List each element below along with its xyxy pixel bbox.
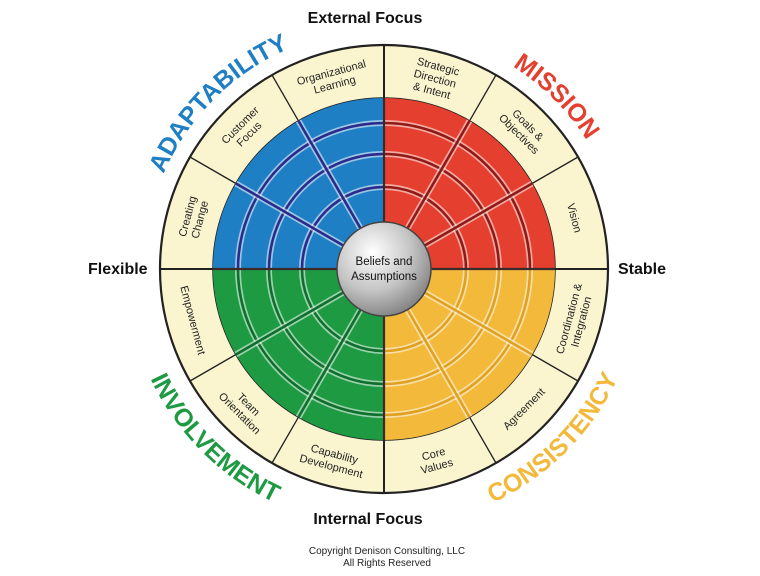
band-divider [189,353,237,382]
copyright-line-2: All Rights Reserved [343,558,431,569]
radial-line [406,309,471,418]
quadrant-involvement [213,268,385,440]
ring-line [236,268,385,417]
center-line-1: Beliefs and [356,256,413,268]
band-divider [531,353,579,382]
quadrant-adaptability [213,98,385,270]
ring-line [383,121,532,270]
quadrant-rings [213,98,555,440]
radial-line [235,182,344,247]
radial-line [424,182,533,247]
copyright-line-1: Copyright Denison Consulting, LLC [309,546,465,557]
ring-line [383,268,532,417]
ring-line [383,268,501,386]
axis-label-left: Flexible [88,261,148,278]
quadrant-fill [384,269,555,440]
ring-line [383,152,501,270]
center-line-2: Assumptions [351,271,417,283]
ring-line [300,268,385,353]
band-divider [468,74,497,122]
quadrant-fill [213,98,384,269]
center-core: Beliefs and Assumptions [336,221,432,317]
radial-line [406,120,471,229]
band-divider [531,156,579,185]
ring-line [383,185,468,270]
quadrant-fill [213,269,384,440]
ring-line [267,152,385,270]
ring-line [236,121,385,270]
ring-line [300,185,385,270]
band-divider [271,74,300,122]
quadrant-consistency [383,268,555,440]
radial-line [424,291,533,356]
index-label-line: Core [421,446,447,464]
axis-label-bottom: Internal Focus [313,511,422,528]
beliefs-assumptions-core [336,221,432,317]
ring-line [383,268,468,353]
radial-line [297,120,362,229]
axis-label-right: Stable [618,261,666,278]
band-divider [189,156,237,185]
radial-line [235,291,344,356]
ring-line [267,268,385,386]
quadrant-fill [384,98,555,269]
axis-label-top: External Focus [308,10,423,27]
band-divider [468,416,497,464]
quadrant-mission [383,98,555,270]
radial-line [297,309,362,418]
band-divider [271,416,300,464]
